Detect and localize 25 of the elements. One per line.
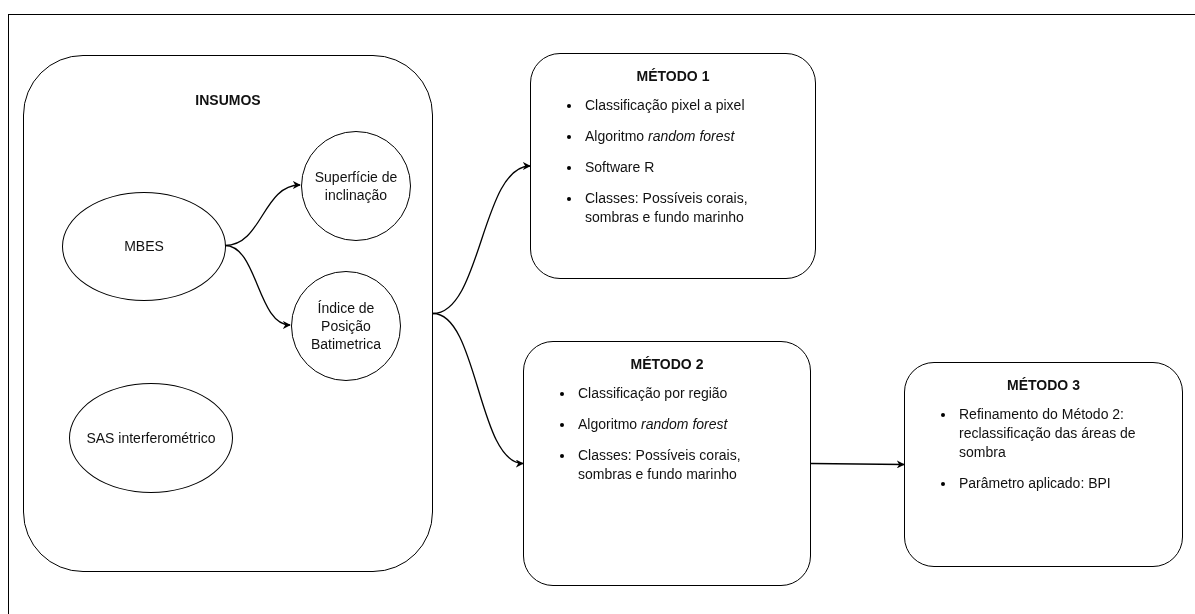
method-card: [530, 53, 816, 279]
arrow: [810, 460, 905, 469]
bullet-text: Software R: [585, 157, 655, 177]
bullet-text: Classes: Possíveis corais, sombras e fundo marinho: [585, 188, 749, 227]
node-label: Índice de Posição Batimetrica: [310, 298, 382, 354]
bullet-text: Classes: Possíveis corais, sombras e fundo marinho: [578, 445, 742, 484]
node-label: MBES: [124, 237, 164, 256]
bullet-text: Algoritmo random forest: [578, 414, 728, 434]
arrow: [432, 312, 524, 466]
bullet-text: Refinamento do Método 2: reclassificação das áreas de sombra: [959, 405, 1136, 462]
node-label: Superfície de inclinação: [313, 167, 399, 205]
bullet-text: Algoritmo random forest: [585, 126, 735, 146]
bullet-text: Classificação pixel a pixel: [585, 96, 745, 115]
node-label: SAS interferométrico: [86, 428, 216, 448]
method-card: [523, 341, 811, 586]
method-card: [904, 362, 1183, 567]
group-box: [23, 55, 433, 572]
ellipse-node: [62, 192, 226, 301]
node-title: MÉTODO 2: [630, 356, 704, 372]
bullet-text: Parâmetro aplicado: BPI: [959, 473, 1111, 493]
node-title: MÉTODO 3: [1007, 377, 1080, 393]
bullet-text: Classificação por região: [578, 384, 728, 403]
arrow: [224, 244, 291, 328]
node-title: MÉTODO 1: [636, 68, 710, 84]
node-title: INSUMOS: [195, 92, 261, 108]
